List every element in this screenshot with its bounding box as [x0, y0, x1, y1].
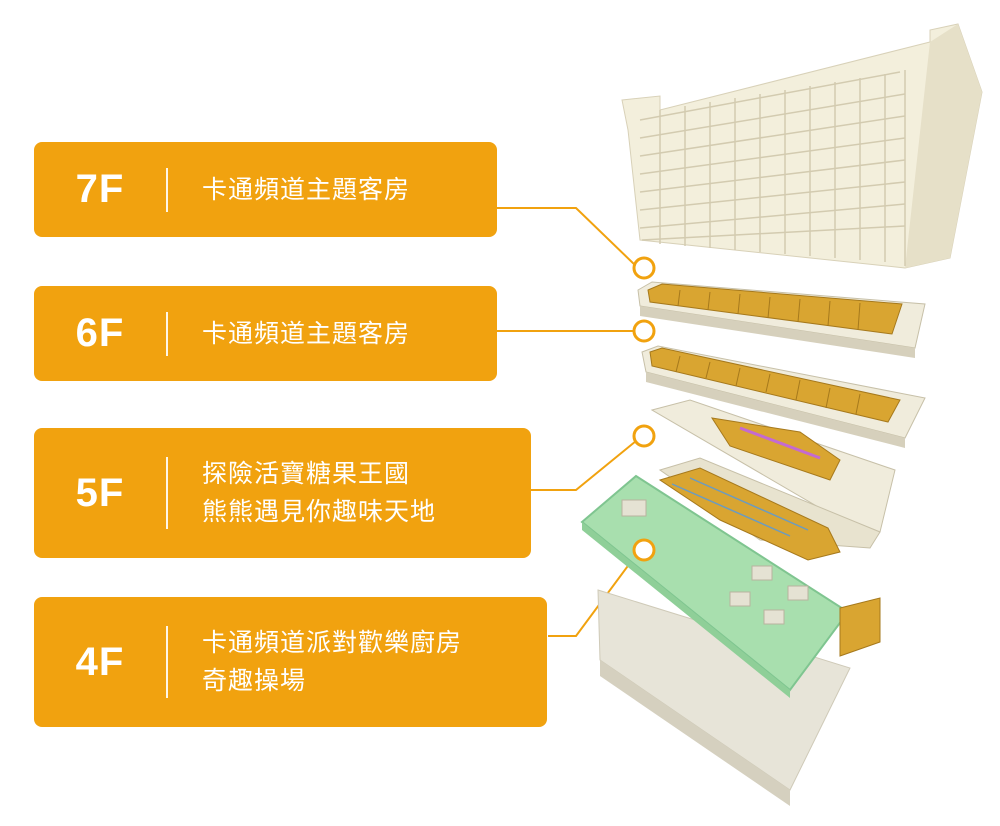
floor-description-line: 卡通頻道派對歡樂廚房 [202, 628, 463, 657]
floor-description-line: 熊熊遇見你趣味天地 [202, 497, 437, 526]
playground-block [729, 591, 751, 607]
marker-4f [632, 538, 656, 562]
connector-markers [632, 256, 656, 562]
floor-label-4f: 4F 卡通頻道派對歡樂廚房 奇趣操場 [34, 597, 547, 727]
floor-description-line: 卡通頻道主題客房 [202, 318, 411, 348]
floor-code: 4F [75, 639, 125, 684]
playground-block [751, 565, 773, 581]
playground-block [763, 609, 785, 625]
marker-7f [632, 256, 656, 280]
facade-windows [639, 70, 906, 266]
floor-description-line: 探險活寶糖果王國 [202, 459, 411, 488]
floor-label-6f: 6F 卡通頻道主題客房 [34, 286, 497, 381]
floor-description: 卡通頻道派對歡樂廚房 奇趣操場 [202, 624, 462, 700]
playground-block [621, 499, 647, 517]
floor-description: 卡通頻道主題客房 [202, 171, 410, 209]
floor-code: 6F [75, 311, 125, 355]
connector-4f [548, 554, 637, 637]
divider [166, 167, 168, 212]
divider [166, 311, 168, 356]
floor-7f-model [621, 23, 983, 269]
floor-code: 5F [75, 470, 125, 515]
marker-5f [632, 424, 656, 448]
floor-label-5f: 5F 探險活寶糖果王國 熊熊遇見你趣味天地 [34, 428, 531, 558]
floor-4f-model [580, 474, 881, 806]
divider [166, 457, 168, 529]
floor-5f-model [650, 399, 896, 561]
floor-description: 探險活寶糖果王國 熊熊遇見你趣味天地 [202, 455, 436, 531]
connector-lines [497, 207, 637, 637]
floor-description-line: 奇趣操場 [202, 666, 307, 695]
connector-7f [497, 207, 637, 267]
marker-6f [632, 319, 656, 343]
floor-description-line: 卡通頻道主題客房 [202, 174, 411, 204]
floor-6f-model [637, 281, 926, 358]
playground-block [787, 585, 809, 601]
floor-label-7f: 7F 卡通頻道主題客房 [34, 142, 497, 237]
floor-description: 卡通頻道主題客房 [202, 315, 410, 353]
floor-6f-lower-model [641, 345, 926, 448]
divider [166, 626, 168, 698]
floor-code: 7F [75, 167, 125, 211]
connector-5f [531, 440, 637, 491]
